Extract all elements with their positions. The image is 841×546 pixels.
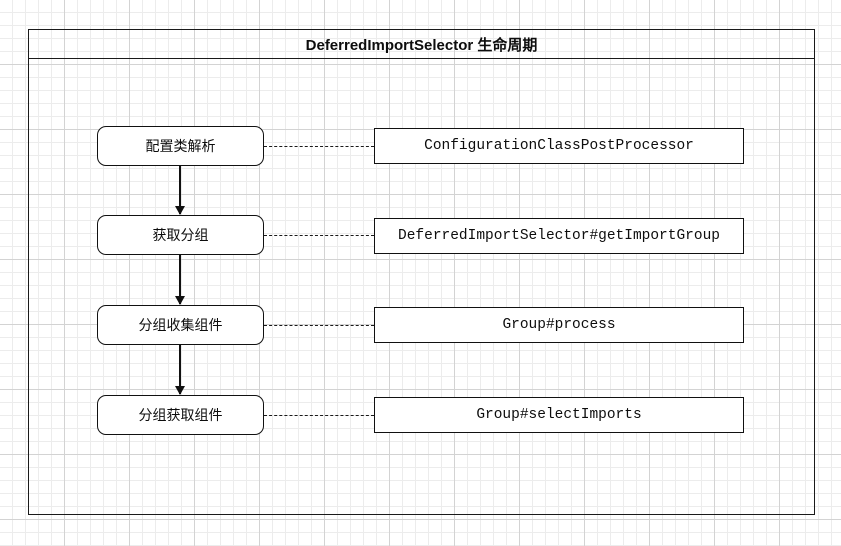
code-label: Group#selectImports <box>476 406 642 423</box>
diagram-frame: DeferredImportSelector 生命周期 <box>28 29 815 515</box>
step-box-group-select-component[interactable]: 分组获取组件 <box>97 395 264 435</box>
page-title: DeferredImportSelector 生命周期 <box>305 36 538 54</box>
flow-arrow-3-to-4 <box>179 345 181 394</box>
code-box-group-process[interactable]: Group#process <box>374 307 744 343</box>
step-label: 配置类解析 <box>145 138 216 154</box>
code-label: ConfigurationClassPostProcessor <box>424 137 694 154</box>
step-box-get-group[interactable]: 获取分组 <box>97 215 264 255</box>
flow-arrow-2-to-3 <box>179 255 181 304</box>
code-box-group-select-imports[interactable]: Group#selectImports <box>374 397 744 433</box>
dashed-link-1 <box>264 146 374 147</box>
code-box-configuration-class-post-processor[interactable]: ConfigurationClassPostProcessor <box>374 128 744 164</box>
step-label: 分组收集组件 <box>138 317 223 333</box>
step-label: 获取分组 <box>152 227 209 243</box>
code-box-deferred-import-selector-get-import-group[interactable]: DeferredImportSelector#getImportGroup <box>374 218 744 254</box>
dashed-link-2 <box>264 235 374 236</box>
diagram-title-band: DeferredImportSelector 生命周期 <box>29 30 814 59</box>
flow-arrow-1-to-2 <box>179 166 181 214</box>
code-label: Group#process <box>502 316 616 333</box>
step-label: 分组获取组件 <box>138 407 223 423</box>
dashed-link-4 <box>264 415 374 416</box>
dashed-link-3 <box>264 325 374 326</box>
step-box-group-collect-component[interactable]: 分组收集组件 <box>97 305 264 345</box>
code-label: DeferredImportSelector#getImportGroup <box>398 227 720 244</box>
step-box-config-class-parse[interactable]: 配置类解析 <box>97 126 264 166</box>
